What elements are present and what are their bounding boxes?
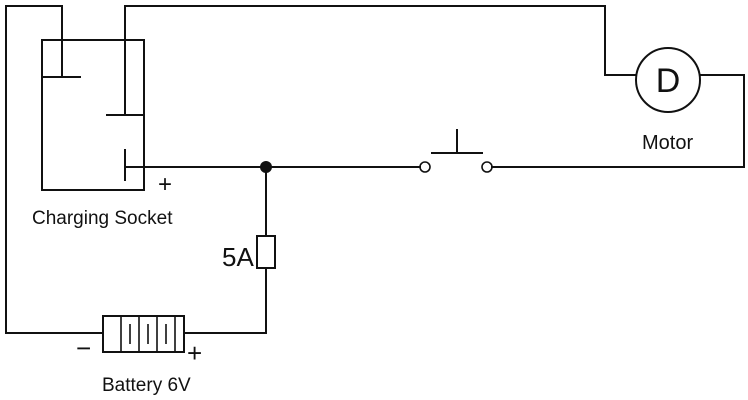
wire-motor-return [491, 74, 745, 168]
battery [102, 315, 185, 353]
motor: D [635, 47, 701, 113]
fuse-label: 5A [222, 242, 254, 272]
charging-socket-label: Charging Socket [32, 208, 173, 229]
motor-symbol: D [656, 62, 681, 100]
battery-plus-sign: + [187, 338, 202, 368]
wire-fuse-to-battery [183, 267, 267, 334]
socket-plus-sign: + [158, 171, 172, 198]
push-button-switch [419, 129, 493, 173]
wire-left-loop [5, 5, 104, 334]
fuse [256, 235, 276, 269]
motor-label: Motor [642, 132, 693, 154]
battery-label: Battery 6V [102, 375, 191, 396]
junction-dot [260, 161, 272, 173]
wire-top-to-motor [124, 5, 637, 116]
battery-minus-sign: − [76, 333, 91, 363]
